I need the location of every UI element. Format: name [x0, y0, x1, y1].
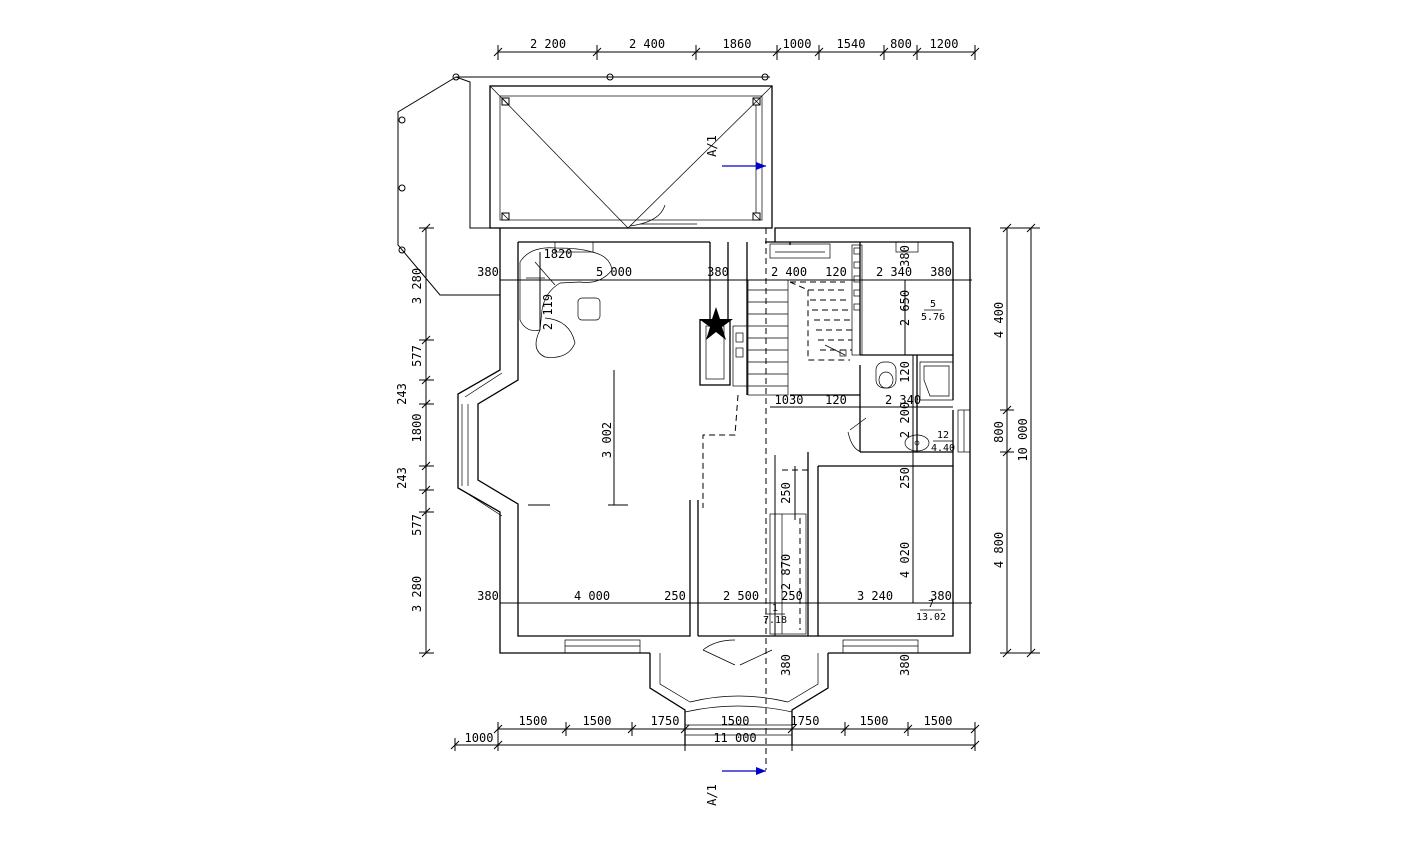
upper-dim-7: 380 — [930, 265, 952, 279]
dim-left-6: 577 — [410, 514, 424, 536]
top-dimension-chain: 2 200 2 400 1860 1000 1540 800 1200 — [493, 37, 980, 60]
lower-dim-5: 250 — [781, 589, 803, 603]
section-label-bottom: A/1 — [705, 784, 719, 806]
bathroom-fixtures — [847, 361, 954, 453]
vdim-1820: 1820 — [544, 247, 573, 261]
dim-top-2: 2 400 — [629, 37, 665, 51]
dim-right-3: 4 800 — [992, 532, 1006, 568]
dim-bottom-1: 1500 — [519, 714, 548, 728]
upper-dimension-row: 380 5 000 380 2 400 120 2 340 380 — [477, 265, 972, 281]
vdim-120: 120 — [898, 361, 912, 383]
vdim-380c: 380 — [898, 654, 912, 676]
upper-dim-5: 120 — [825, 265, 847, 279]
bottom-dimension-chain: 1500 1500 1750 1500 1750 1500 1500 1000 … — [450, 714, 980, 751]
lower-dim-6: 3 240 — [857, 589, 893, 603]
dim-top-4: 1000 — [783, 37, 812, 51]
room-12-area: 4.40 — [931, 443, 955, 454]
lower-dim-2: 4 000 — [574, 589, 610, 603]
lower-dimension-row: 380 4 000 250 2 500 250 3 240 380 — [477, 589, 972, 604]
dim-left-2: 577 — [410, 345, 424, 367]
section-mark-bottom: A/1 — [705, 767, 766, 806]
lower-dim-3: 250 — [664, 589, 686, 603]
mid-dim-b: 120 — [825, 393, 847, 407]
middle-dimension-row: 1030 120 2 340 — [770, 393, 953, 408]
right-dimension-chain: 4 400 800 4 800 10 000 — [992, 223, 1040, 658]
left-dimension-chain: 3 280 577 243 1800 243 577 3 280 — [395, 223, 434, 658]
dim-top-5: 1540 — [837, 37, 866, 51]
dim-top-1: 2 200 — [530, 37, 566, 51]
room-12-number: 12 — [937, 430, 949, 441]
dim-left-3: 243 — [395, 383, 409, 405]
room-labels: 5 5.76 12 4.40 7 13.02 1 7.18 — [763, 299, 955, 626]
dim-top-7: 1200 — [930, 37, 959, 51]
vdim-2650: 2 650 — [898, 290, 912, 326]
dim-bottom-3: 1750 — [651, 714, 680, 728]
dim-top-3: 1860 — [723, 37, 752, 51]
dim-left-7: 3 280 — [410, 576, 424, 612]
living-furniture — [519, 247, 613, 358]
dim-right-2: 800 — [992, 421, 1006, 443]
lower-dim-1: 380 — [477, 589, 499, 603]
dim-right-1: 4 400 — [992, 302, 1006, 338]
internal-vertical-dims: 1820 2 119 3 002 2 650 380 120 2 200 250… — [528, 245, 914, 676]
vdim-380a: 380 — [898, 245, 912, 267]
dim-bottom-2: 1500 — [583, 714, 612, 728]
vdim-4020: 4 020 — [898, 542, 912, 578]
dim-bottom-total: 11 000 — [713, 731, 756, 745]
mid-dim-a: 1030 — [775, 393, 804, 407]
staircase — [747, 243, 863, 396]
upper-dim-3: 380 — [707, 265, 729, 279]
terrace — [397, 73, 773, 296]
vdim-250b: 250 — [779, 482, 793, 504]
house-walls — [457, 227, 971, 654]
vdim-2119: 2 119 — [541, 294, 555, 330]
lower-dim-4: 2 500 — [723, 589, 759, 603]
room-1-area: 7.18 — [763, 615, 787, 626]
vdim-2870: 2 870 — [779, 554, 793, 590]
dim-bottom-6: 1500 — [860, 714, 889, 728]
vdim-3002: 3 002 — [600, 422, 614, 458]
upper-dim-2: 5 000 — [596, 265, 632, 279]
vdim-250a: 250 — [898, 467, 912, 489]
room-7-area: 13.02 — [916, 612, 946, 623]
room-1-number: 1 — [772, 603, 778, 614]
room-7-number: 7 — [928, 599, 934, 610]
upper-dim-6: 2 340 — [876, 265, 912, 279]
dim-left-5: 243 — [395, 467, 409, 489]
vdim-2200: 2 200 — [898, 402, 912, 438]
dim-bottom-4: 1500 — [721, 714, 750, 728]
mid-dim-c: 2 340 — [885, 393, 921, 407]
room-5-number: 5 — [930, 299, 936, 310]
lower-dim-7: 380 — [930, 589, 952, 603]
room-5-area: 5.76 — [921, 312, 945, 323]
section-line — [702, 228, 808, 770]
chimney-stove — [699, 307, 748, 387]
dim-right-total: 10 000 — [1016, 418, 1030, 461]
dim-top-6: 800 — [890, 37, 912, 51]
dim-left-1: 3 280 — [410, 268, 424, 304]
upper-dim-4: 2 400 — [771, 265, 807, 279]
section-label-top: A/1 — [705, 135, 719, 157]
vdim-380b: 380 — [779, 654, 793, 676]
dim-bottom-left: 1000 — [465, 731, 494, 745]
dim-bottom-7: 1500 — [924, 714, 953, 728]
section-mark-top: A/1 — [705, 135, 766, 170]
dim-bottom-5: 1750 — [791, 714, 820, 728]
dim-left-4: 1800 — [410, 414, 424, 443]
star-icon — [699, 307, 733, 340]
upper-dim-1: 380 — [477, 265, 499, 279]
